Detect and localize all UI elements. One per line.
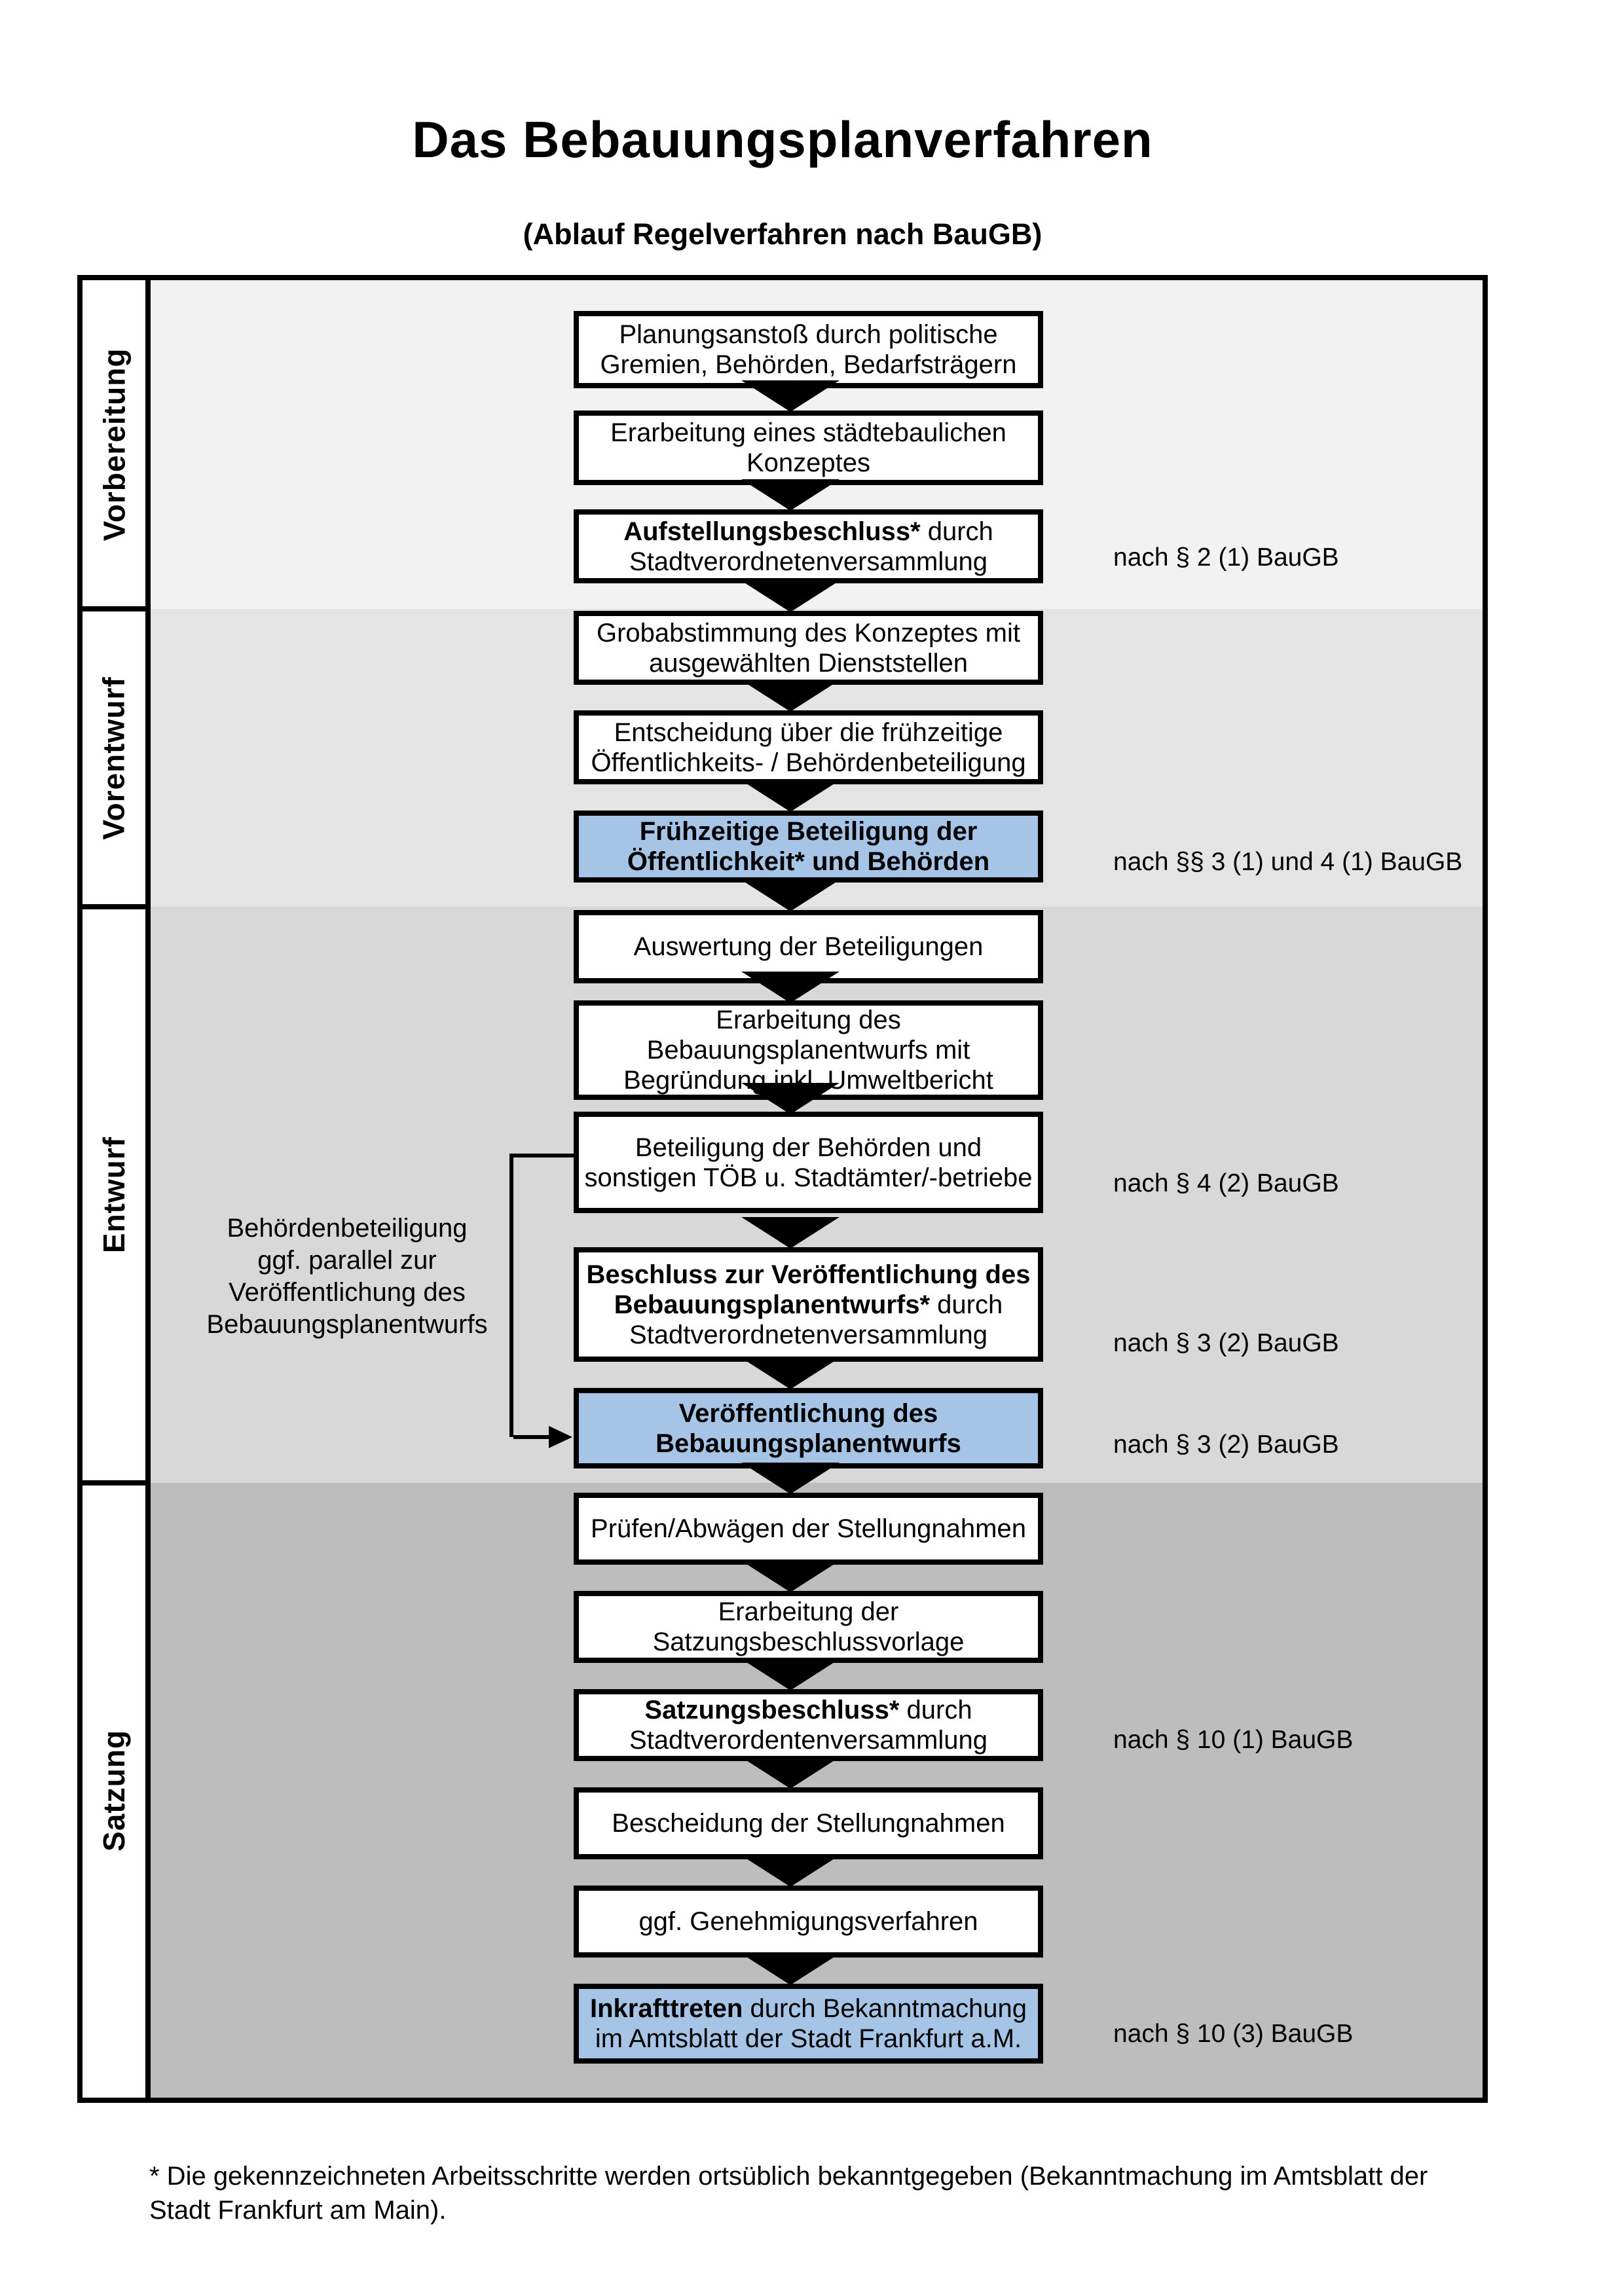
phase-label-entwurf: Entwurf (83, 907, 145, 1483)
process-box-veroeffentlichung: Veröffentlichung des Bebauungsplanentwur… (574, 1388, 1043, 1468)
box-text: Entscheidung über die frühzeitige (614, 718, 1003, 747)
box-text: Gremien, Behörden, Bedarfsträgern (600, 350, 1017, 379)
parallel-process-note: Behördenbeteiligung ggf. parallel zur Ve… (190, 1212, 504, 1341)
arrow-down-icon (741, 680, 840, 712)
phase-label-text: Vorentwurf (97, 676, 131, 840)
box-text: ggf. Genehmigungsverfahren (638, 1907, 978, 1936)
box-text: Satzungsbeschlussvorlage (652, 1628, 965, 1656)
box-text: Konzeptes (746, 448, 871, 477)
phase-label-text: Satzung (97, 1729, 132, 1851)
bracket-arrow-right-icon (549, 1426, 572, 1448)
phase-divider-3 (77, 1480, 151, 1485)
phase-label-vorentwurf: Vorentwurf (83, 609, 145, 907)
process-box-grobabstimmung: Grobabstimmung des Konzeptes mit ausgewä… (574, 611, 1043, 685)
box-text: durch (899, 1696, 972, 1724)
box-text: Bescheidung der Stellungnahmen (612, 1809, 1005, 1838)
arrow-down-icon (741, 581, 840, 612)
arrow-down-icon (741, 1757, 840, 1789)
note-line: Behördenbeteiligung (227, 1214, 468, 1243)
arrow-down-icon (741, 1561, 840, 1592)
law-reference: nach § 3 (2) BauGB (1113, 1430, 1339, 1459)
bracket-line-bottom (513, 1435, 550, 1439)
process-box-inkrafttreten: Inkrafttreten durch Bekanntmachung im Am… (574, 1984, 1043, 2064)
note-line: Veröffentlichung des (229, 1278, 466, 1307)
process-box-genehmigungsverfahren: ggf. Genehmigungsverfahren (574, 1886, 1043, 1958)
box-text: Beschluss zur Veröffentlichung des (586, 1260, 1031, 1289)
box-text: Bebauungsplanentwurfs mit (646, 1036, 970, 1065)
bracket-line-top (509, 1154, 574, 1157)
box-text: durch Bekanntmachung (743, 1994, 1027, 2023)
process-box-aufstellungsbeschluss: Aufstellungsbeschluss* durch Stadtverord… (574, 509, 1043, 583)
arrow-down-icon (741, 1217, 840, 1248)
box-text: Erarbeitung eines städtebaulichen (610, 418, 1006, 447)
box-text: Prüfen/Abwägen der Stellungnahmen (591, 1514, 1026, 1543)
law-reference: nach § 3 (2) BauGB (1113, 1329, 1339, 1357)
box-text: durch (930, 1290, 1003, 1319)
page-subtitle: (Ablauf Regelverfahren nach BauGB) (523, 217, 1043, 251)
box-text: Beteiligung der Behörden und (635, 1133, 982, 1162)
phase-label-vorbereitung: Vorbereitung (83, 280, 145, 609)
law-reference: nach § 2 (1) BauGB (1113, 543, 1339, 572)
arrow-down-icon (741, 972, 840, 1003)
law-reference: nach §§ 3 (1) und 4 (1) BauGB (1113, 848, 1463, 876)
arrow-down-icon (741, 1855, 840, 1887)
box-text: Stadtverordnetenversammlung (629, 1320, 987, 1349)
process-box-auswertung: Auswertung der Beteiligungen (574, 910, 1043, 983)
box-text: Stadtverordentenversammlung (629, 1726, 987, 1755)
box-text: Erarbeitung der (718, 1597, 899, 1626)
process-box-bescheidung: Bescheidung der Stellungnahmen (574, 1787, 1043, 1859)
phase-label-text: Entwurf (97, 1136, 132, 1254)
box-text: Planungsanstoß durch politische (619, 320, 998, 349)
arrow-down-icon (741, 1659, 840, 1690)
box-text: durch (920, 517, 993, 546)
page-title: Das Bebauungsplanverfahren (412, 111, 1153, 168)
phase-label-text: Vorbereitung (97, 348, 132, 541)
process-box-entscheidung-beteiligung: Entscheidung über die frühzeitige Öffent… (574, 710, 1043, 784)
process-box-planungsanstoss: Planungsanstoß durch politische Gremien,… (574, 311, 1043, 388)
box-text: im Amtsblatt der Stadt Frankfurt a.M. (595, 2024, 1022, 2053)
arrow-down-icon (741, 1358, 840, 1389)
arrow-down-icon (741, 1463, 840, 1494)
phase-divider-2 (77, 904, 151, 909)
note-line: Bebauungsplanentwurfs (206, 1310, 488, 1339)
process-box-behoerdenbeteiligung: Beteiligung der Behörden und sonstigen T… (574, 1112, 1043, 1213)
process-box-fruehzeitige-beteiligung: Frühzeitige Beteiligung der Öffentlichke… (574, 811, 1043, 883)
phase-label-satzung: Satzung (83, 1483, 145, 2098)
process-box-konzept-erarbeitung: Erarbeitung eines städtebaulichen Konzep… (574, 410, 1043, 485)
box-text: Öffentlichkeits- / Behördenbeteiligung (591, 748, 1026, 777)
box-text: Öffentlichkeit* und Behörden (627, 847, 990, 876)
arrow-down-icon (741, 780, 840, 812)
box-text: sonstigen TÖB u. Stadtämter/-betriebe (584, 1163, 1033, 1192)
box-text: Bebauungsplanentwurfs* (614, 1290, 931, 1319)
arrow-down-icon (741, 1954, 840, 1985)
arrow-down-icon (741, 380, 840, 412)
arrow-down-icon (741, 479, 840, 511)
process-box-veroeffentlichungsbeschluss: Beschluss zur Veröffentlichung des Bebau… (574, 1247, 1043, 1362)
law-reference: nach § 10 (1) BauGB (1113, 1726, 1354, 1754)
arrow-down-icon (741, 880, 840, 911)
law-reference: nach § 4 (2) BauGB (1113, 1169, 1339, 1197)
process-box-satzungsvorlage: Erarbeitung der Satzungsbeschlussvorlage (574, 1591, 1043, 1663)
box-text: Frühzeitige Beteiligung der (639, 817, 978, 846)
note-line: ggf. parallel zur (257, 1246, 437, 1275)
box-text: Auswertung der Beteiligungen (633, 932, 984, 961)
phase-divider-1 (77, 606, 151, 611)
label-column-divider (145, 280, 151, 2098)
footnote: * Die gekennzeichneten Arbeitsschritte w… (149, 2162, 1428, 2225)
box-text: Aufstellungsbeschluss* (623, 517, 921, 546)
box-text: Erarbeitung des (716, 1006, 901, 1034)
arrow-down-icon (741, 1083, 840, 1114)
box-text: Satzungsbeschluss* (644, 1696, 900, 1724)
process-box-satzungsbeschluss: Satzungsbeschluss* durch Stadtverordente… (574, 1689, 1043, 1761)
process-box-pruefen-abwaegen: Prüfen/Abwägen der Stellungnahmen (574, 1493, 1043, 1565)
box-text: Bebauungsplanentwurfs (655, 1429, 961, 1458)
law-reference: nach § 10 (3) BauGB (1113, 2020, 1354, 2048)
box-text: Grobabstimmung des Konzeptes mit (597, 618, 1020, 647)
box-text: Inkrafttreten (589, 1994, 743, 2023)
bracket-line-vertical (509, 1154, 513, 1437)
box-text: Veröffentlichung des (678, 1398, 938, 1428)
box-text: Stadtverordnetenversammlung (629, 547, 987, 576)
box-text: ausgewählten Dienststellen (649, 648, 968, 678)
